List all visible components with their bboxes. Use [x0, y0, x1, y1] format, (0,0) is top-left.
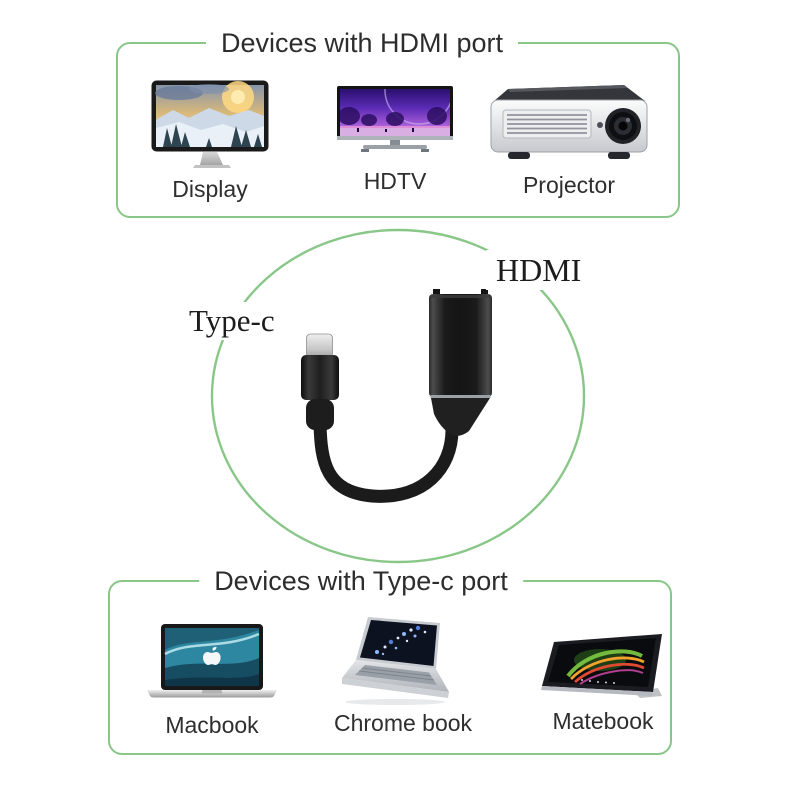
- cable: [313, 417, 459, 503]
- device-projector: Projector: [486, 84, 652, 199]
- device-label-hdtv: HDTV: [363, 168, 427, 194]
- tv-icon: [337, 86, 453, 152]
- device-hdtv: HDTV: [336, 86, 454, 195]
- monitor-icon: [151, 80, 269, 168]
- chromebook-icon: [342, 617, 449, 705]
- device-matebook: Matebook: [538, 632, 668, 735]
- device-chromebook: Chrome book: [334, 614, 472, 737]
- macbook-icon: [147, 624, 277, 698]
- type-c-label: Type-c: [180, 302, 284, 340]
- device-label-macbook: Macbook: [165, 712, 259, 738]
- usb-c-to-hdmi-adapter-icon: [210, 228, 586, 564]
- usb-c-connector-icon: [301, 333, 339, 430]
- device-label-chromebook: Chrome book: [333, 710, 473, 736]
- device-label-matebook: Matebook: [552, 708, 654, 734]
- hdmi-panel-title: Devices with HDMI port: [205, 23, 519, 63]
- device-label-projector: Projector: [522, 172, 616, 198]
- device-label-display: Display: [172, 176, 248, 202]
- matebook-tablet-icon: [541, 634, 662, 698]
- hdmi-connector-icon: [429, 289, 492, 436]
- projector-icon: [490, 85, 648, 159]
- hdmi-devices-panel: Devices with HDMI port: [116, 23, 680, 218]
- hdmi-label: HDMI: [486, 250, 592, 290]
- type-c-devices-panel: Devices with Type-c port: [108, 561, 672, 755]
- type-c-panel-title: Devices with Type-c port: [199, 561, 523, 601]
- device-display: Display: [150, 80, 270, 203]
- device-macbook: Macbook: [146, 624, 278, 739]
- green-circle-outline: [210, 228, 586, 564]
